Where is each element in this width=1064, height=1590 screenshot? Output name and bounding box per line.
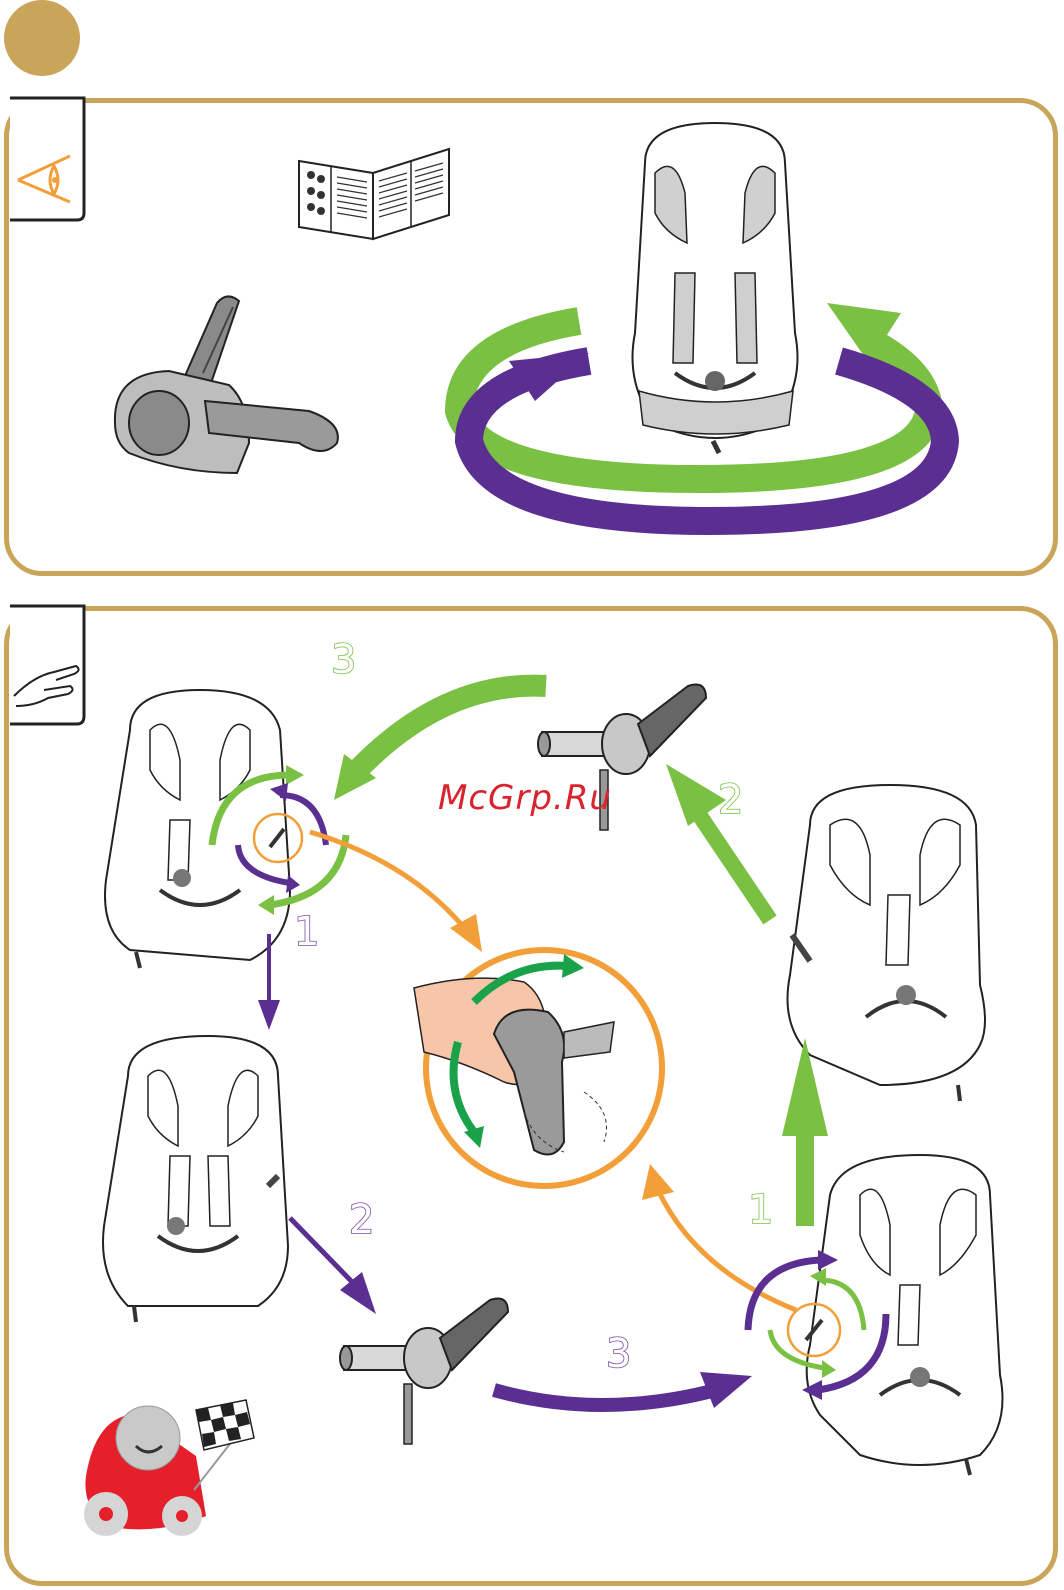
step-number-green-3: 3 xyxy=(331,640,356,680)
detail-circle-hand xyxy=(414,942,674,1202)
seat-middle-left-icon xyxy=(98,1036,298,1326)
top-panel xyxy=(4,98,1058,576)
step-number-green-1: 1 xyxy=(748,1190,773,1230)
gold-circle-badge-icon xyxy=(4,0,84,80)
step-number-green-2: 2 xyxy=(718,780,743,820)
manual-booklet-icon xyxy=(291,143,461,243)
race-car-mascot-icon xyxy=(76,1396,256,1546)
arrow-orange-top xyxy=(300,822,500,962)
step-number-purple-2: 2 xyxy=(349,1200,374,1240)
eye-tab xyxy=(4,98,84,223)
adjuster-handle-icon xyxy=(109,293,349,483)
watermark-text: McGrp.Ru xyxy=(438,778,612,818)
step-number-purple-1: 1 xyxy=(294,912,319,952)
checkered-flag-icon xyxy=(196,1400,254,1450)
car-seat-icon xyxy=(615,123,815,453)
step-number-purple-3: 3 xyxy=(606,1334,631,1374)
hand-tab xyxy=(4,606,84,731)
rotate-arrows-right-seat xyxy=(740,1250,900,1400)
arrow-purple-down xyxy=(254,934,284,1044)
